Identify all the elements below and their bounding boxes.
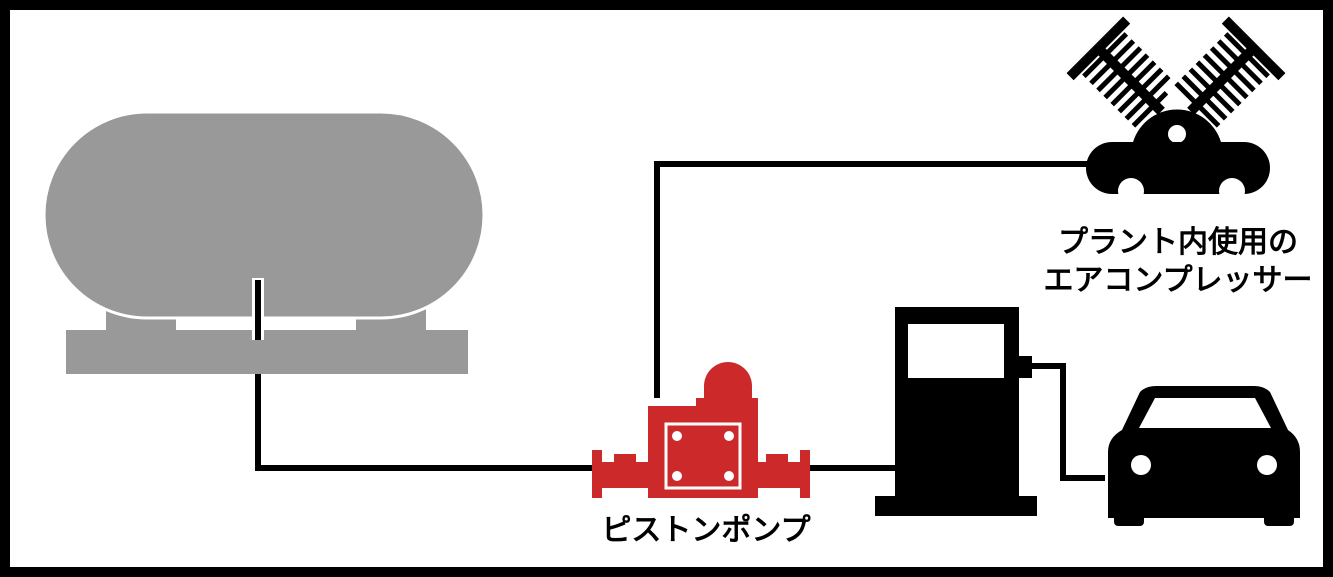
car-tire-left xyxy=(1114,510,1144,526)
pump-top-cap xyxy=(696,398,758,408)
car-headlight-left xyxy=(1131,455,1151,475)
air-compressor-icon xyxy=(1066,16,1286,204)
compressor-right-cylinder xyxy=(1163,16,1286,139)
pump-right-nut xyxy=(766,454,788,464)
compressor-wheel-right xyxy=(1219,178,1245,204)
pump-dome xyxy=(704,362,752,402)
dispenser-nozzle-holder xyxy=(1016,356,1032,378)
car-tire-right xyxy=(1264,510,1294,526)
compressor-label-line1: プラント内使用の xyxy=(1058,225,1298,260)
fuel-dispenser-icon xyxy=(875,307,1037,516)
compressor-hub xyxy=(1168,125,1186,143)
pump-left-nut xyxy=(614,454,636,464)
piston-pump-icon xyxy=(592,362,810,498)
dispenser-base xyxy=(875,496,1037,516)
pump-left-flange xyxy=(592,450,602,498)
car-icon xyxy=(1108,386,1300,526)
tank-base xyxy=(66,330,468,374)
pump-left-pipe xyxy=(600,462,650,488)
pipe-pump-to-compressor xyxy=(654,161,1092,398)
pump-label: ピストンポンプ xyxy=(601,513,811,548)
car-headlight-right xyxy=(1257,455,1277,475)
dispenser-screen xyxy=(908,324,1004,378)
pump-bolt-bl xyxy=(672,471,682,481)
car-windshield xyxy=(1139,398,1271,428)
pump-right-flange xyxy=(800,450,810,498)
storage-tank-icon xyxy=(42,110,486,374)
pump-bolt-tr xyxy=(724,431,734,441)
pump-bolt-br xyxy=(724,471,734,481)
pump-right-pipe xyxy=(756,462,802,488)
hose-dispenser-to-car xyxy=(1018,363,1105,481)
compressor-label-line2: エアコンプレッサー xyxy=(1043,263,1312,298)
pump-bolt-tl xyxy=(672,431,682,441)
compressor-wheel-left xyxy=(1118,178,1144,204)
compressor-left-cylinder xyxy=(1066,16,1189,139)
pump-plate xyxy=(664,422,742,490)
